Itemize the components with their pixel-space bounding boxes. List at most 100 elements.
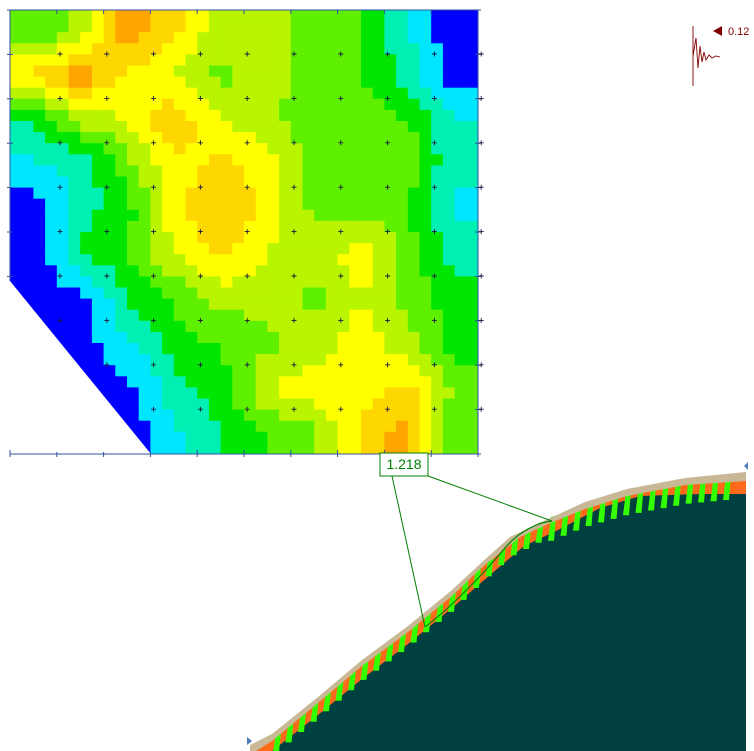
fs-contour-cell bbox=[127, 298, 140, 311]
fs-contour-cell bbox=[232, 387, 245, 400]
fs-contour-cell bbox=[384, 309, 397, 322]
fs-contour-cell bbox=[138, 220, 151, 233]
fs-contour-cell bbox=[314, 420, 327, 433]
grid-point-marker bbox=[151, 317, 157, 323]
fs-contour-cell bbox=[302, 154, 315, 166]
fs-contour-cell bbox=[290, 176, 304, 189]
fs-contour-cell bbox=[91, 10, 105, 22]
grid-point-marker bbox=[291, 140, 297, 146]
fs-contour-cell bbox=[407, 409, 421, 422]
fs-contour-cell bbox=[302, 398, 315, 411]
fs-contour-cell bbox=[232, 198, 245, 211]
fs-contour-cell bbox=[372, 143, 385, 155]
fs-contour-cell bbox=[80, 21, 93, 33]
fs-contour-cell bbox=[208, 265, 222, 277]
fs-contour-cell bbox=[10, 243, 23, 255]
fs-contour-cell bbox=[197, 76, 210, 89]
fs-contour-cell bbox=[173, 265, 187, 277]
fs-contour-cell bbox=[396, 21, 409, 33]
fs-contour-cell bbox=[138, 331, 151, 344]
fs-contour-cell bbox=[290, 287, 304, 300]
grid-point-marker bbox=[104, 95, 110, 101]
grid-point-marker bbox=[431, 317, 437, 323]
fs-contour-cell bbox=[302, 287, 315, 300]
fs-contour-cell bbox=[244, 309, 257, 322]
fs-contour-cell bbox=[419, 109, 432, 122]
fs-contour-cell bbox=[337, 409, 350, 422]
fs-contour-cell bbox=[431, 154, 444, 166]
fs-contour-cell bbox=[232, 220, 245, 233]
fs-contour-cell bbox=[279, 254, 292, 266]
fs-contour-cell bbox=[396, 121, 409, 133]
fs-contour-cell bbox=[56, 365, 70, 377]
grid-point-marker bbox=[104, 140, 110, 146]
fs-contour-cell bbox=[431, 254, 444, 266]
fs-contour-cell bbox=[267, 298, 280, 311]
fs-contour-cell bbox=[419, 420, 432, 433]
fs-contour-cell bbox=[103, 431, 116, 444]
fs-contour-cell bbox=[255, 109, 268, 122]
fs-contour-cell bbox=[431, 76, 444, 89]
fs-contour-cell bbox=[431, 87, 444, 100]
fs-contour-cell bbox=[466, 376, 478, 388]
fs-contour-cell bbox=[349, 43, 362, 55]
fs-contour-cell bbox=[454, 176, 467, 189]
fs-contour-cell bbox=[431, 354, 444, 366]
fs-contour-cell bbox=[279, 309, 292, 322]
fs-contour-cell bbox=[150, 243, 163, 255]
fs-contour-cell bbox=[197, 54, 210, 67]
grid-point-marker bbox=[244, 406, 250, 412]
fs-contour-cell bbox=[10, 254, 23, 266]
fs-contour-cell bbox=[197, 276, 210, 289]
fs-contour-cell bbox=[10, 176, 23, 189]
fs-contour-cell bbox=[384, 420, 397, 433]
fs-contour-cell bbox=[466, 343, 478, 355]
fs-contour-cell bbox=[372, 121, 385, 133]
fs-contour-cell bbox=[407, 87, 421, 100]
grid-point-marker bbox=[385, 51, 391, 57]
fs-contour-cell bbox=[337, 309, 350, 322]
fs-contour-cell bbox=[361, 87, 374, 100]
fs-contour-cell bbox=[232, 232, 245, 244]
fs-contour-cell bbox=[56, 121, 70, 133]
fs-contour-cell bbox=[68, 32, 81, 44]
fs-contour-cell bbox=[466, 254, 478, 266]
fs-contour-cell bbox=[115, 398, 128, 411]
fs-contour-cell bbox=[325, 254, 339, 266]
fs-contour-cell bbox=[279, 276, 292, 289]
fs-contour-cell bbox=[267, 276, 280, 289]
fs-contour-cell bbox=[45, 243, 58, 255]
fs-contour-cell bbox=[255, 132, 268, 144]
fs-contour-cell bbox=[244, 365, 257, 377]
fs-contour-cell bbox=[150, 254, 163, 266]
fs-contour-cell bbox=[45, 165, 58, 178]
fs-contour-cell bbox=[68, 121, 81, 133]
fs-contour-cell bbox=[349, 76, 362, 89]
fs-contour-cell bbox=[337, 98, 350, 111]
fs-contour-cell bbox=[407, 365, 421, 377]
fs-contour-cell bbox=[302, 209, 315, 222]
fs-contour-cell bbox=[150, 176, 163, 189]
fs-contour-cell bbox=[185, 176, 198, 189]
fs-contour-cell bbox=[150, 132, 163, 144]
fs-contour-cell bbox=[396, 98, 409, 111]
fs-contour-cell bbox=[220, 276, 233, 289]
fs-contour-cell bbox=[279, 76, 292, 89]
fs-contour-cell bbox=[396, 387, 409, 400]
fs-contour-cell bbox=[255, 276, 268, 289]
fs-contour-cell bbox=[10, 409, 23, 422]
grid-point-marker bbox=[385, 95, 391, 101]
fs-contour-cell bbox=[220, 143, 233, 155]
fs-contour-cell bbox=[33, 187, 46, 200]
fs-contour-cell bbox=[45, 343, 58, 355]
fs-contour-cell bbox=[162, 409, 175, 422]
fs-contour-cell bbox=[68, 87, 81, 100]
fs-contour-cell bbox=[454, 409, 467, 422]
fs-contour-cell bbox=[208, 376, 222, 388]
fs-contour-cell bbox=[33, 165, 46, 178]
stripe-marker bbox=[635, 487, 644, 513]
fs-contour-cell bbox=[185, 54, 198, 67]
fs-contour-cell bbox=[33, 43, 46, 55]
fs-contour-cell bbox=[442, 65, 456, 78]
